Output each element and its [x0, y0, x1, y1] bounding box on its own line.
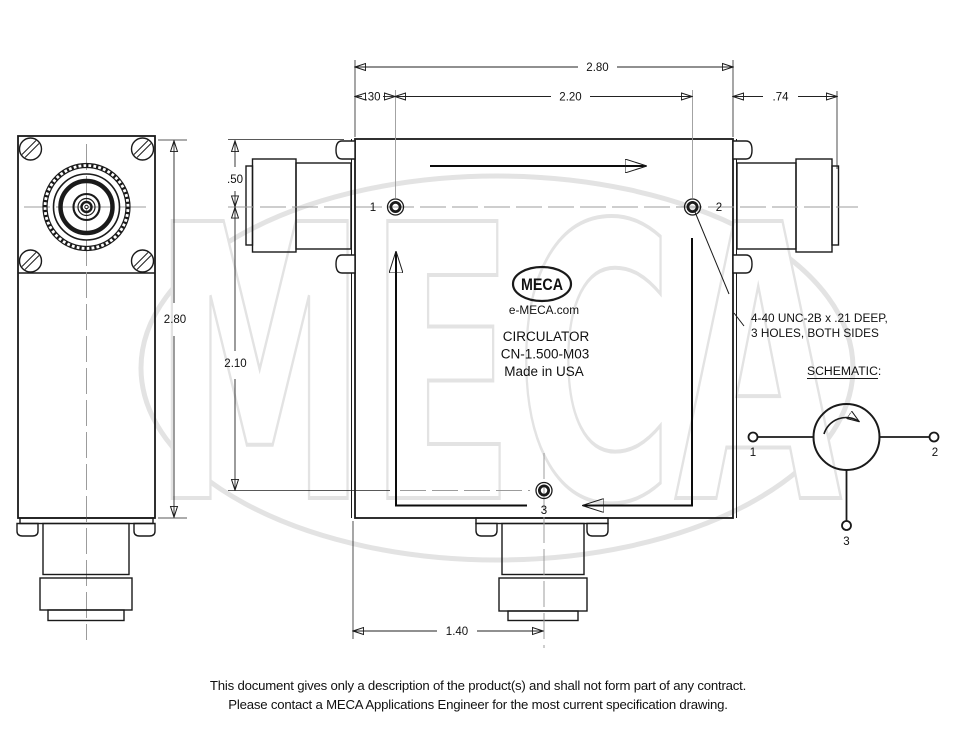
dim-port3-vertical: 2.10 [224, 208, 247, 491]
meca-watermark: MECA [138, 143, 856, 590]
origin-text: Made in USA [504, 364, 584, 379]
schematic-title: SCHEMATIC: [807, 364, 881, 378]
dim-front-height-label: 2.80 [164, 314, 186, 326]
port1-label: 1 [370, 202, 376, 214]
schematic-port1-label: 1 [750, 447, 756, 459]
dim-centerline-offset: .50 [227, 141, 243, 207]
front-bottom-connector [16, 517, 156, 622]
dim-centerline-offset-label: .50 [227, 174, 243, 186]
dim-connector-length-label: .74 [773, 92, 790, 104]
port3-hole [535, 481, 553, 500]
website-text: e-MECA.com [509, 303, 579, 317]
thread-note: 4-40 UNC-2B x .21 DEEP, 3 HOLES, BOTH SI… [694, 211, 888, 340]
front-view: 2.80 [16, 135, 187, 640]
n-connector-face [42, 162, 131, 252]
schematic: SCHEMATIC: 1 2 3 [747, 364, 940, 548]
flange-screw [18, 137, 43, 161]
dim-port3-vertical-label: 2.10 [224, 358, 246, 370]
schematic-port3-terminal [841, 520, 852, 531]
port3-label: 3 [541, 505, 547, 517]
flange-screw [130, 249, 155, 273]
dim-body-width: 2.80 [355, 62, 733, 74]
port1-connector [245, 158, 352, 253]
main-view: 1 2 3 MECA e-MECA.com CIRCULATOR CN-1.50… [224, 60, 858, 648]
dim-port3-horizontal: 1.40 [353, 626, 543, 638]
port2-label: 2 [716, 202, 722, 214]
dim-port-spacing-label: 2.20 [559, 92, 581, 104]
dim-body-width-label: 2.80 [586, 62, 608, 74]
schematic-port3-label: 3 [843, 536, 849, 548]
dim-port3-horizontal-label: 1.40 [446, 626, 468, 638]
flange-screw [18, 249, 43, 273]
flange-screw [130, 137, 155, 161]
flow-arrow-2-to-3 [583, 238, 693, 506]
port3-connector [475, 517, 609, 622]
disclaimer: This document gives only a description o… [210, 678, 746, 712]
flow-arrow-3-to-1 [396, 252, 527, 507]
dim-connector-length: .74 [733, 92, 837, 104]
dim-port-spacing: 2.20 [395, 92, 692, 104]
label-plate: MECA e-MECA.com CIRCULATOR CN-1.500-M03 … [501, 265, 590, 379]
dim-front-height: 2.80 [158, 139, 187, 519]
meca-logo-text: MECA [521, 275, 563, 294]
thread-note-line2: 3 HOLES, BOTH SIDES [751, 326, 879, 340]
thread-note-line1: 4-40 UNC-2B x .21 DEEP, [751, 311, 888, 325]
port1-hole [386, 198, 405, 216]
rotation-arrow-icon [823, 418, 859, 435]
schematic-port2-label: 2 [932, 447, 938, 459]
port2-connector [736, 158, 840, 253]
disclaimer-line2: Please contact a MECA Applications Engin… [228, 697, 727, 712]
schematic-port1-terminal [747, 431, 759, 443]
disclaimer-line1: This document gives only a description o… [210, 678, 746, 693]
product-type-text: CIRCULATOR [503, 329, 590, 344]
schematic-port2-terminal [928, 431, 940, 443]
model-number-text: CN-1.500-M03 [501, 347, 590, 362]
port2-hole [683, 198, 702, 216]
dim-port1-offset-label: .30 [365, 92, 381, 104]
watermark-text: MECA [152, 145, 844, 588]
dim-port1-offset: .30 [355, 92, 395, 104]
